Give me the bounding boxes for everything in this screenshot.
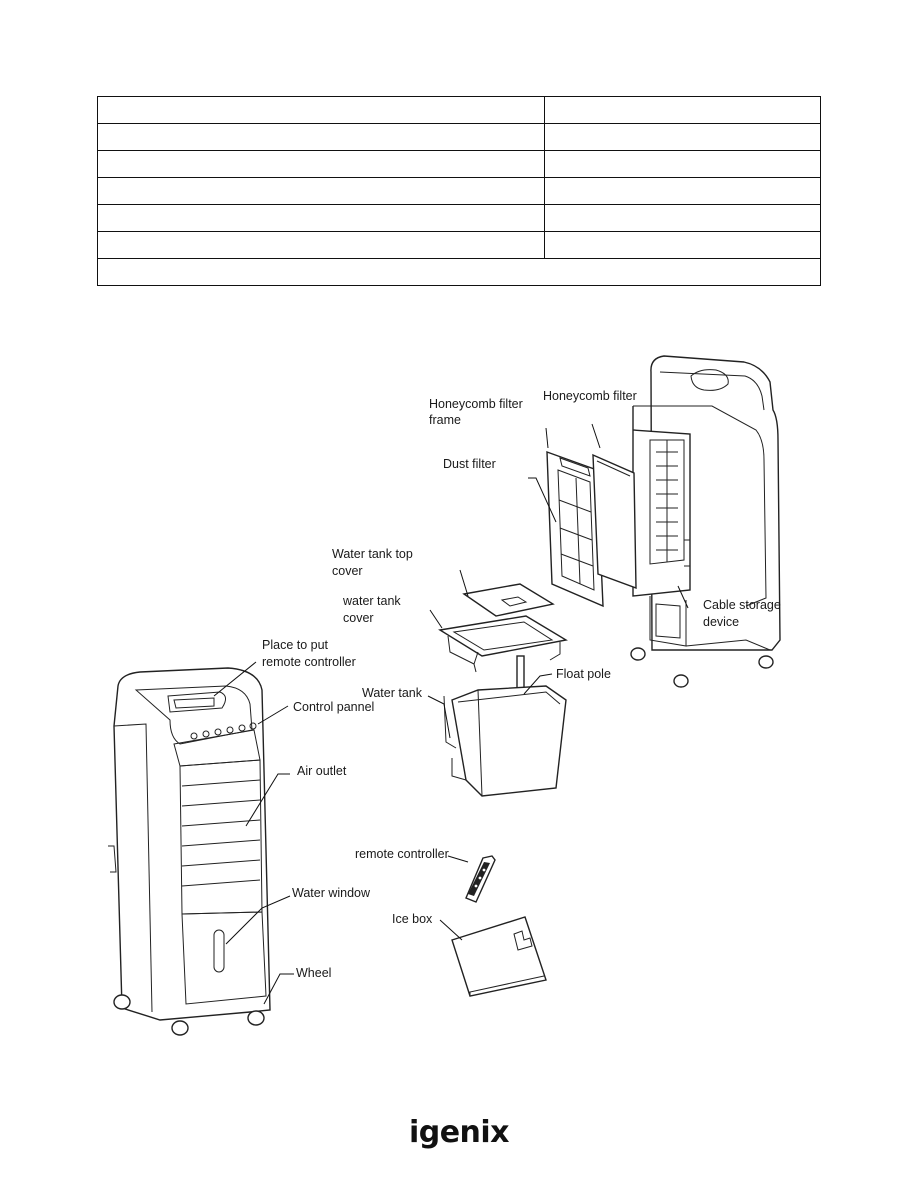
label-water-tank-top-cover: Water tank top (332, 547, 413, 561)
parts-diagram: Honeycomb filter frame Honeycomb filter … (108, 355, 781, 1036)
label-remote-controller: remote controller (355, 847, 449, 861)
label-dust-filter: Dust filter (443, 457, 496, 471)
label-water-tank: Water tank (362, 686, 423, 700)
table-cell (97, 150, 545, 178)
control-buttons (190, 722, 257, 740)
honeycomb-filter-drawing (592, 453, 637, 590)
leader-lines (213, 423, 689, 1005)
brand-logo: igenix (408, 1115, 510, 1150)
label-wheel: Wheel (296, 966, 331, 980)
label-cable-storage-device-line2: device (703, 615, 739, 629)
table-row (97, 123, 821, 151)
label-float-pole: Float pole (556, 667, 611, 681)
table-cell (544, 177, 821, 205)
table-row (97, 96, 821, 124)
label-place-remote-line2: remote controller (262, 655, 356, 669)
front-unit-drawing (108, 667, 271, 1036)
label-water-tank-cover: water tank (342, 594, 401, 608)
label-honeycomb-filter-frame: Honeycomb filter (429, 397, 523, 411)
label-honeycomb-filter: Honeycomb filter (543, 389, 637, 403)
label-control-panel: Control pannel (293, 700, 374, 714)
table-cell (544, 123, 821, 151)
table-cell (97, 123, 545, 151)
table-row (97, 150, 821, 178)
water-tank-drawing (443, 685, 567, 797)
table-cell (97, 231, 545, 259)
label-ice-box: Ice box (392, 912, 433, 926)
table-cell (544, 204, 821, 232)
table-footer-row (97, 258, 821, 286)
table-row (97, 231, 821, 259)
water-tank-cover-drawing (438, 615, 568, 673)
label-honeycomb-filter-frame-line2: frame (429, 413, 461, 427)
water-tank-top-cover-drawing (462, 583, 555, 617)
table-row (97, 204, 821, 232)
table-cell (544, 231, 821, 259)
rear-unit-drawing (630, 355, 781, 688)
label-place-remote: Place to put (262, 638, 329, 652)
label-air-outlet: Air outlet (297, 764, 347, 778)
honeycomb-filter-frame-drawing (546, 450, 604, 608)
label-water-tank-top-cover-line2: cover (332, 564, 363, 578)
table-cell (97, 96, 545, 124)
label-water-window: Water window (292, 886, 371, 900)
table-cell (97, 177, 545, 205)
diagram-labels: Honeycomb filter frame Honeycomb filter … (262, 389, 781, 980)
table-cell (97, 258, 821, 286)
table-cell (97, 204, 545, 232)
table-cell (544, 150, 821, 178)
label-water-tank-cover-line2: cover (343, 611, 374, 625)
remote-controller-drawing (465, 855, 496, 903)
table-row (97, 177, 821, 205)
label-cable-storage-device: Cable storage (703, 598, 781, 612)
specification-table (97, 96, 821, 286)
table-cell (544, 96, 821, 124)
ice-box-drawing (451, 916, 547, 997)
